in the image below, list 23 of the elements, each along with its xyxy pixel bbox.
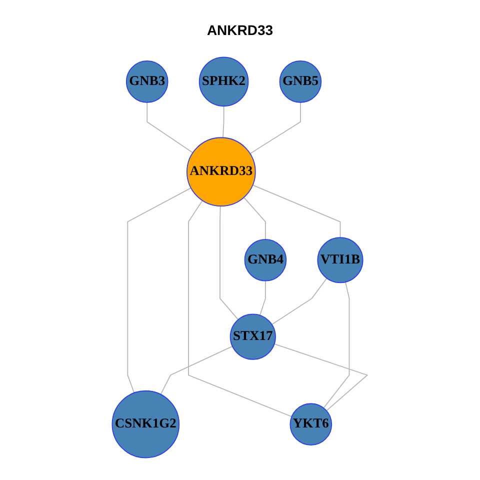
node-circle: SPHK2 bbox=[199, 56, 249, 107]
connector bbox=[323, 282, 350, 408]
node-circle: YKT6 bbox=[290, 403, 332, 446]
connector bbox=[220, 206, 239, 320]
node-circle: STX17 bbox=[230, 314, 276, 360]
connector bbox=[127, 188, 192, 394]
diagram-title: ANKRD33 bbox=[206, 22, 274, 38]
node-circle: VTI1B bbox=[317, 237, 364, 284]
connector bbox=[244, 196, 266, 240]
connector bbox=[274, 344, 368, 412]
connector bbox=[188, 200, 292, 418]
connector bbox=[160, 346, 234, 395]
connector bbox=[272, 278, 328, 325]
node-circle: ANKRD33 bbox=[186, 137, 256, 206]
connector bbox=[222, 106, 224, 138]
node-circle: CSNK1G2 bbox=[112, 390, 180, 458]
connector bbox=[260, 280, 266, 316]
connector bbox=[252, 184, 341, 238]
node-circle: GNB5 bbox=[280, 60, 322, 103]
connector bbox=[146, 102, 194, 154]
node-circle: GNB4 bbox=[244, 238, 287, 282]
node-circle: GNB3 bbox=[126, 60, 169, 103]
connector bbox=[250, 102, 302, 154]
